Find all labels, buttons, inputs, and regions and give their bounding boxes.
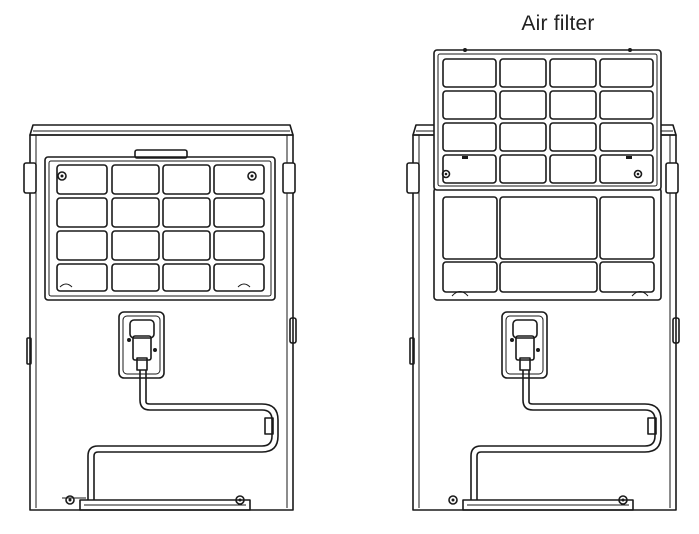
left-unit-top-lid xyxy=(29,124,294,136)
right-housing-grid xyxy=(442,196,655,293)
right-unit-side-handle-left xyxy=(406,162,420,194)
left-unit-side-handle-left xyxy=(23,162,37,194)
left-drain-outlet xyxy=(118,311,165,379)
right-unit-body xyxy=(412,134,677,511)
air-filter-label: Air filter xyxy=(521,12,595,35)
left-filter-frame xyxy=(44,156,276,301)
left-unit-body xyxy=(29,134,294,511)
left-drain-hose xyxy=(87,370,273,500)
right-unit-side-handle-right xyxy=(665,162,679,194)
left-unit-base xyxy=(79,499,251,511)
right-drain-outlet xyxy=(501,311,548,379)
right-drain-hose xyxy=(470,370,656,500)
air-filter xyxy=(433,48,662,191)
unit-filter-installed xyxy=(23,124,297,511)
left-filter-grid xyxy=(56,164,265,292)
left-unit-handle-recess xyxy=(134,149,188,159)
right-filter-housing xyxy=(433,187,662,301)
unit-filter-removed xyxy=(406,48,680,511)
left-unit-side-handle-right xyxy=(282,162,296,194)
right-unit-base xyxy=(462,499,634,511)
